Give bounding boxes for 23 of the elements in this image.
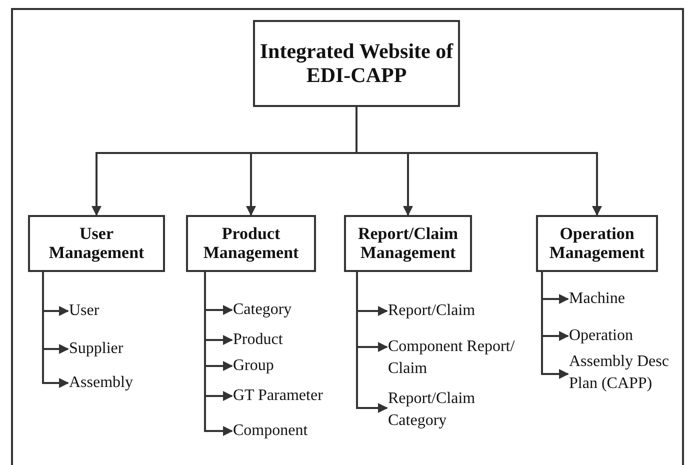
item-label: Operation [569, 325, 684, 347]
item-label: Component Report/ Claim [388, 336, 528, 380]
item-label: User [69, 300, 169, 322]
item-label: Machine [569, 288, 684, 310]
item-label: Group [233, 355, 333, 377]
arrow [204, 272, 233, 436]
item-label: Product [233, 329, 333, 351]
item-label: Assembly Desc Plan (CAPP) [569, 351, 684, 395]
item-label: GT Parameter [233, 385, 353, 407]
title-box: Product Management [186, 215, 316, 272]
arrow [541, 272, 569, 379]
item-label: Report/Claim Category [388, 388, 528, 432]
arrow [356, 107, 602, 216]
item-label: Assembly [69, 372, 169, 394]
item-label: Report/Claim [388, 300, 528, 322]
item-label: Component [233, 420, 333, 442]
arrow [356, 272, 388, 413]
item-label: Supplier [69, 338, 169, 360]
title-box: Report/Claim Management [344, 215, 472, 272]
title-box: Integrated Website of EDI-CAPP [253, 20, 460, 107]
item-label: Category [233, 299, 333, 321]
title-box: Operation Management [536, 215, 658, 272]
title-box: User Management [28, 215, 165, 272]
